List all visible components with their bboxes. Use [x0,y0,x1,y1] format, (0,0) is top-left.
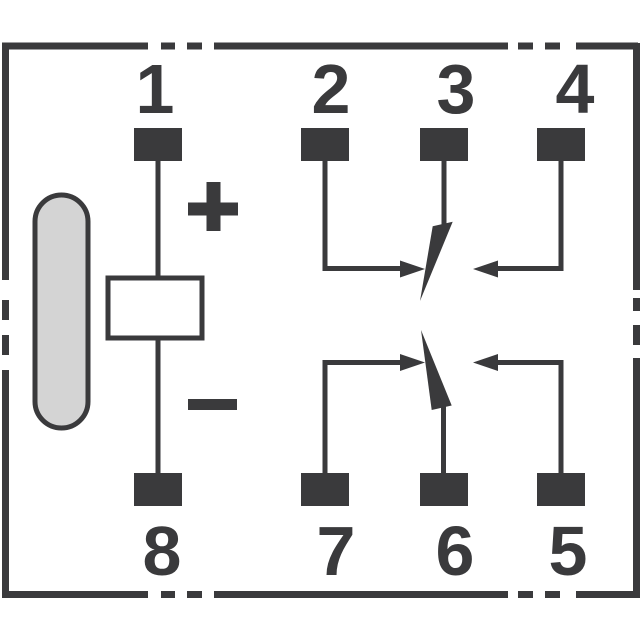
pin-2-label: 2 [312,50,351,128]
pin-4-arrowhead [473,260,498,278]
minus-symbol [188,399,237,410]
contact-set-bottom [322,330,564,474]
pin-1-pad [134,128,182,161]
pin-6-label: 6 [436,512,475,590]
pin-labels: 1 2 3 4 8 7 6 5 [136,50,595,590]
movable-blade-bottom [421,330,452,410]
plus-symbol [188,182,238,231]
solder-pads [134,128,585,506]
pin-8-label: 8 [143,512,182,590]
pin-7-label: 7 [317,512,356,590]
coil-circuit [105,160,238,474]
pin-6-pad [420,473,468,506]
pin-3-pad [420,128,468,161]
contact-set-top [322,160,564,301]
pin-7-arrowhead [400,354,425,371]
case-outline [2,42,640,598]
movable-blade-top [420,221,453,301]
pin-8-pad [134,473,182,506]
pin-4-pad [537,128,585,161]
pin-7-pad [301,473,349,506]
pin-4-label: 4 [556,50,595,128]
armature-bar [32,192,91,431]
pin-1-label: 1 [136,50,175,128]
pin-3-label: 3 [437,50,476,128]
pin-2-arrowhead [400,260,425,278]
pin-2-pad [301,128,349,161]
coil-symbol [105,275,205,341]
pin-5-arrowhead [473,354,498,371]
pin-5-label: 5 [549,512,588,590]
pin-5-pad [537,473,585,506]
